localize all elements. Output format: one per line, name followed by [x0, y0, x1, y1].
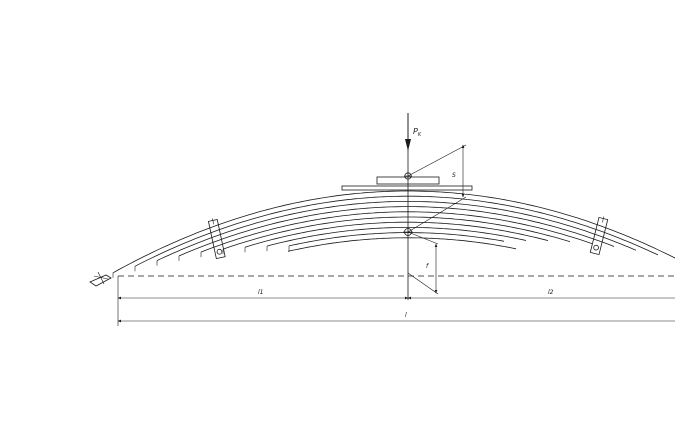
spring-leaf-1	[112, 190, 675, 274]
dimension-l-label: l	[405, 312, 407, 319]
load-label: PK	[413, 127, 422, 138]
deflection-upper-label: S	[452, 172, 456, 179]
load-arrow	[405, 113, 411, 151]
deflection-construction-upper	[407, 144, 467, 233]
spring-leaf-8	[266, 226, 527, 247]
spring-leaf-5	[200, 211, 593, 253]
spring-leaf-7	[244, 221, 549, 248]
spring-leaf-2	[134, 195, 659, 267]
spring-clip-right	[589, 216, 609, 256]
spring-leaf-3	[156, 200, 637, 261]
dimension-l2-label: l2	[548, 289, 554, 296]
spring-leaf-6	[222, 216, 571, 250]
spring-leaves	[112, 190, 675, 278]
deflection-construction-lower	[407, 231, 439, 295]
spring-leaf-underside	[287, 237, 517, 252]
spring-eye-left	[89, 271, 112, 287]
spring-leaf-4	[178, 206, 615, 257]
spring-leaf-9	[288, 232, 505, 247]
deflection-lower-label: f	[426, 263, 429, 270]
dimension-l1-label: l1	[258, 289, 263, 296]
spring-clip-left	[207, 218, 226, 260]
